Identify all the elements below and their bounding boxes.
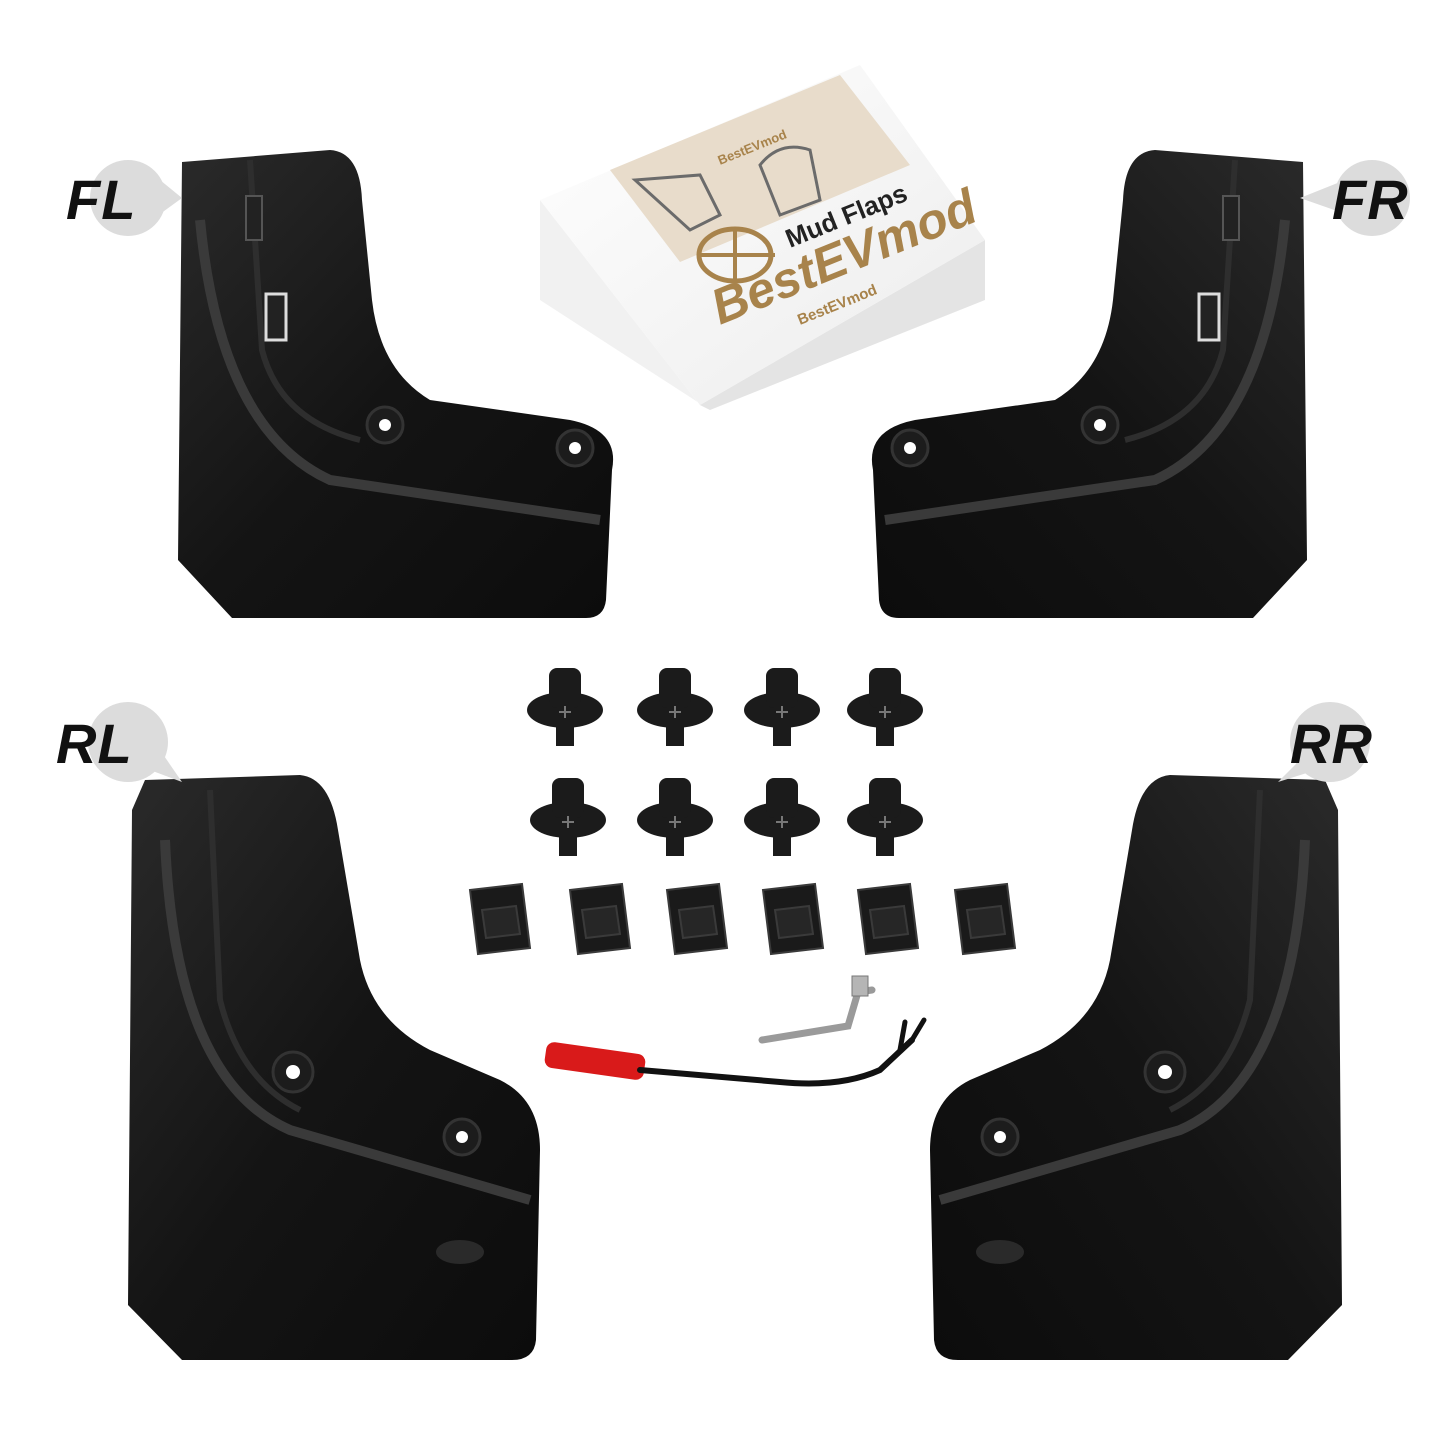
socket-wrench: [758, 975, 876, 1044]
product-box: [540, 65, 985, 410]
push-clip: [637, 668, 713, 746]
u-nut-clip: [568, 882, 632, 956]
mud-flap-rear-left: [128, 775, 540, 1360]
u-nut-clip: [761, 882, 825, 956]
mud-flap-front-left: [178, 150, 614, 618]
push-clip: [637, 778, 713, 856]
label-bubble-fl: [90, 160, 182, 236]
label-bubble-fr: [1300, 160, 1410, 236]
label-rr: RR: [1290, 712, 1373, 775]
label-fr: FR: [1332, 168, 1409, 231]
label-rl: RL: [56, 712, 133, 775]
u-nut-clip: [665, 882, 729, 956]
label-bubble-rl: [88, 702, 182, 782]
u-nut-clip: [468, 882, 532, 956]
screwdriver-trim-tool: [544, 1017, 927, 1087]
push-clip: [847, 668, 923, 746]
push-clip: [527, 668, 603, 746]
label-fl: FL: [66, 168, 137, 231]
u-nut-clip: [856, 882, 920, 956]
push-clip: [744, 778, 820, 856]
u-nut-clip: [953, 882, 1017, 956]
mud-flap-front-right: [871, 150, 1307, 618]
push-clips: [527, 668, 923, 856]
push-clip: [847, 778, 923, 856]
u-nut-clips: [468, 882, 1017, 956]
label-bubble-rr: [1278, 702, 1370, 782]
push-clip: [744, 668, 820, 746]
push-clip: [530, 778, 606, 856]
mud-flap-rear-right: [930, 775, 1342, 1360]
